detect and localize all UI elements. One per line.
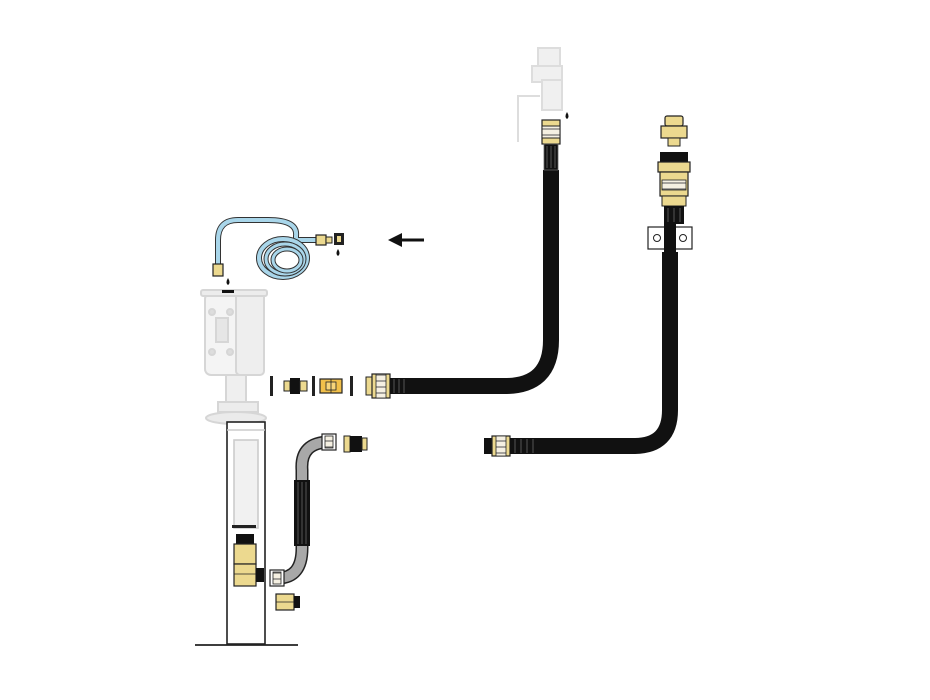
- blue-hose-connector: [315, 234, 327, 246]
- blue-coiled-hose: [215, 217, 321, 280]
- blue-hose-nipple: [325, 236, 333, 244]
- water-drop-icon: [565, 112, 569, 119]
- arrow-left-icon: [388, 233, 424, 247]
- housing-bolt: [208, 348, 216, 356]
- faded-tap-outlet: [517, 47, 563, 142]
- housing-bolt: [226, 348, 234, 356]
- housing-bolt: [208, 308, 216, 316]
- water-drop-icon: [336, 249, 340, 256]
- housing-plate: [215, 317, 229, 343]
- washer: [222, 290, 234, 293]
- vertical-pipe-column: [195, 421, 298, 646]
- lower-hose-end-fitting: [484, 435, 540, 457]
- black-hose-lower: [540, 252, 678, 454]
- quick-connector-plug: [660, 115, 688, 147]
- equipment-neck: [225, 374, 247, 406]
- fitting-row: [270, 376, 353, 396]
- upper-hose-top-fitting: [541, 119, 561, 171]
- orange-check-valve: [319, 378, 343, 394]
- equipment-side-panel: [235, 292, 265, 376]
- black-hose-upper: [410, 170, 559, 394]
- loose-elbow-fitting: [275, 593, 300, 611]
- gasket: [350, 376, 353, 396]
- quick-connector-socket: [657, 152, 691, 224]
- column-elbow-fitting: [233, 534, 264, 587]
- grey-hose-bottom-fitting: [269, 569, 285, 587]
- gasket: [270, 376, 273, 396]
- water-drop-icon: [226, 278, 230, 285]
- column-window: [233, 439, 259, 529]
- gasket: [232, 525, 256, 528]
- tap-body: [541, 79, 563, 111]
- blue-hose-end-fitting: [212, 263, 224, 277]
- tap-lever: [517, 95, 540, 142]
- hex-nut-fitting: [343, 435, 368, 453]
- wall-mount-bracket: [647, 224, 693, 252]
- hex-nipple-fitting: [283, 378, 308, 394]
- grey-hose-top-fitting: [321, 433, 337, 451]
- upper-hose-side-fitting: [365, 373, 412, 399]
- black-adapter-insert: [337, 236, 341, 242]
- gasket: [312, 376, 315, 396]
- housing-bolt: [226, 308, 234, 316]
- equipment-collar: [217, 401, 259, 413]
- faded-equipment-unit: [200, 289, 268, 425]
- grey-flex-hose: [277, 435, 331, 585]
